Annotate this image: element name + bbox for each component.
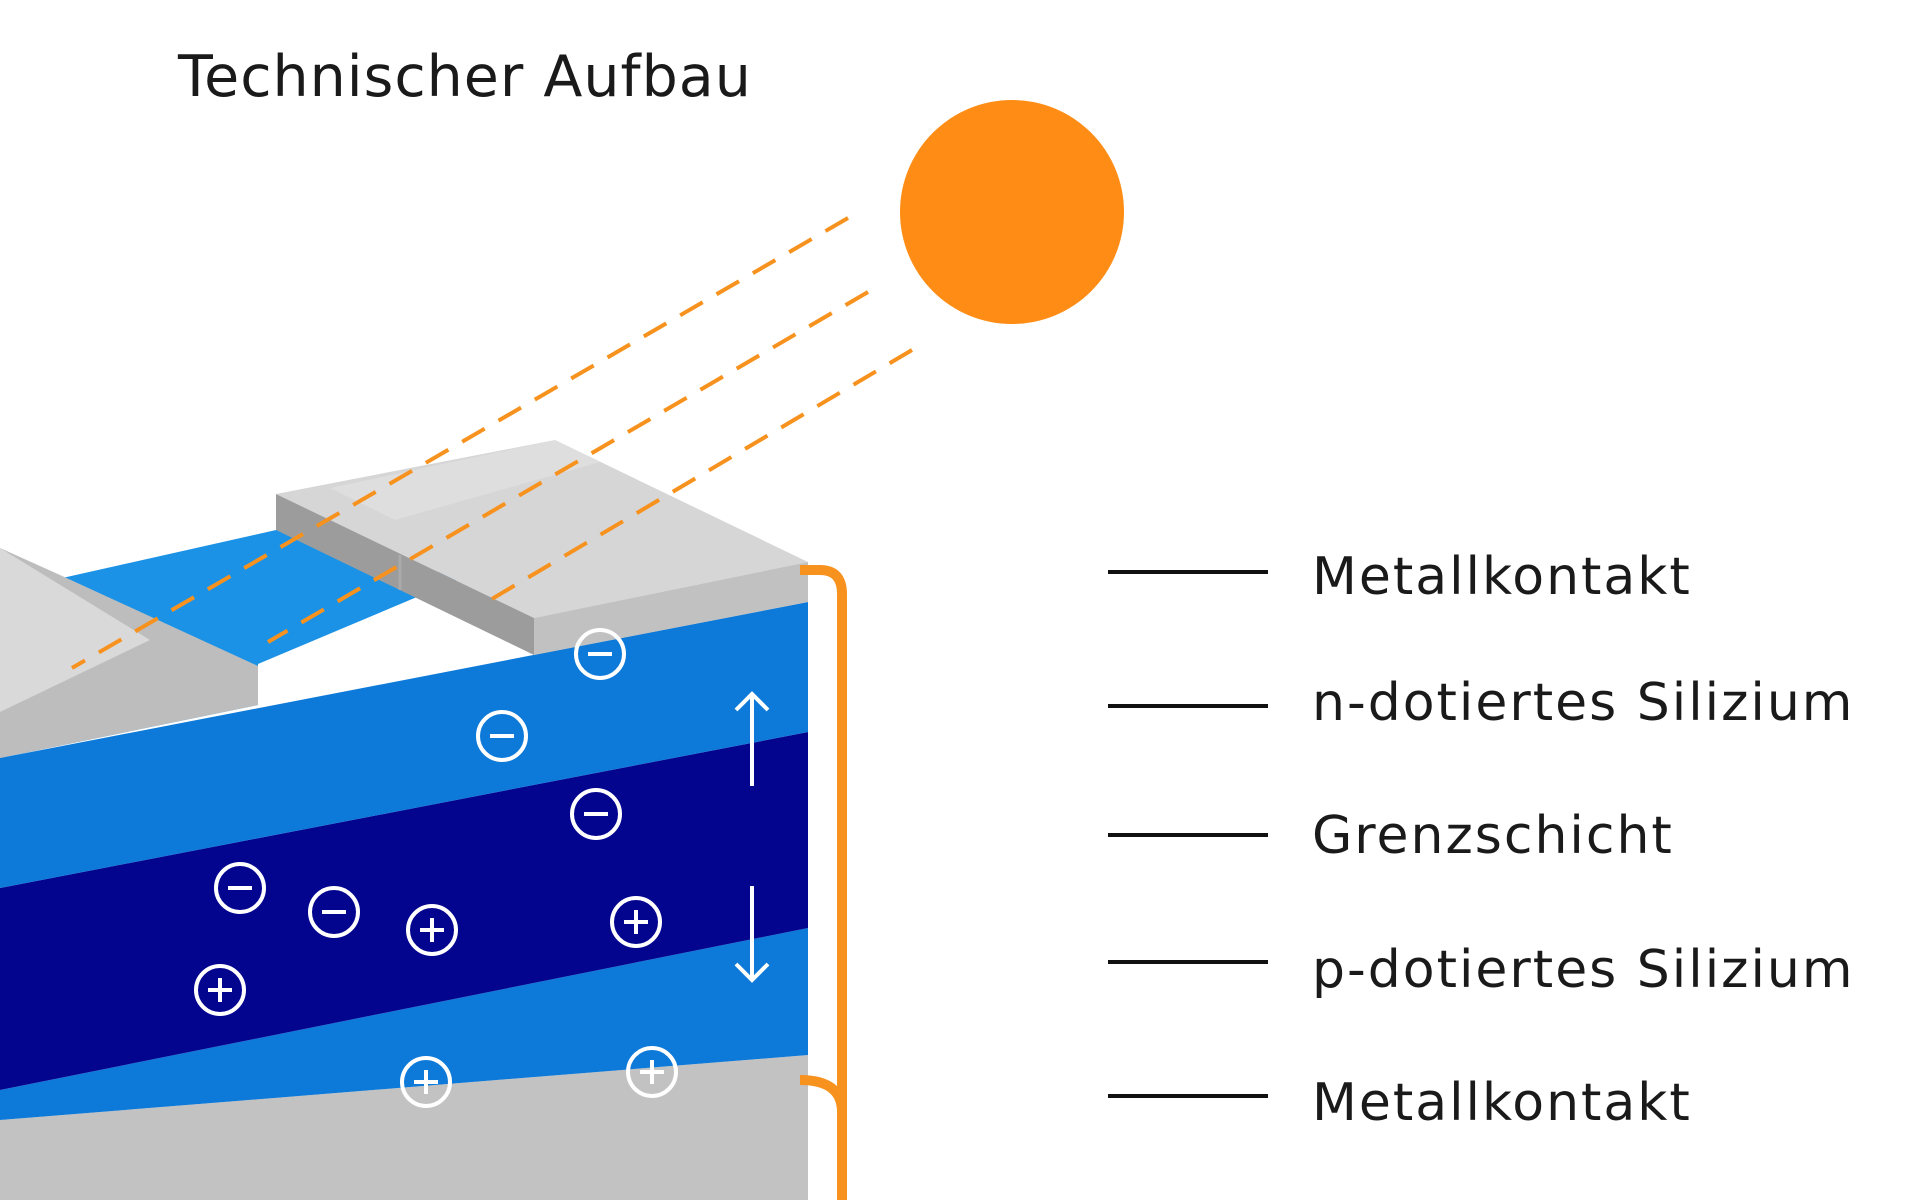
hole-icon [406,904,458,956]
diagram-title: Technischer Aufbau [178,44,752,110]
sun-ray-2 [266,290,870,644]
legend-label-p-silicon: p-dotiertes Silizium [1312,940,1855,1000]
electron-icon [570,788,622,840]
circuit-wire [800,565,847,1200]
arrow-down-head [734,962,770,983]
arrow-up-head [734,691,770,712]
electron-icon [308,886,360,938]
electron-icon [476,710,528,762]
hole-icon [194,964,246,1016]
charge-carriers [194,628,678,1108]
legend-line-n-silicon [1108,704,1268,708]
sun-rays [70,216,914,670]
sun-icon [900,100,1124,324]
legend-line-p-silicon [1108,960,1268,964]
legend-label-metal-top: Metallkontakt [1312,547,1692,607]
top-metal-contact-left-face [276,494,534,655]
electron-icon [214,862,266,914]
legend-line-metal-bottom [1108,1094,1268,1098]
hole-icon [626,1046,678,1098]
junction-layer [0,732,808,1090]
field-arrows [734,691,770,983]
electron-icon [574,628,626,680]
legend-line-junction [1108,833,1268,837]
circuit-wire-bottom [799,1075,847,1113]
sun-ray-1 [70,216,850,670]
bottom-metal-contact-layer [0,1055,808,1200]
legend-label-junction: Grenzschicht [1312,806,1674,866]
hole-icon [610,896,662,948]
legend-line-metal-top [1108,570,1268,574]
left-metal-contact-face [0,548,150,712]
n-doped-silicon-layer [0,602,808,888]
hole-icon [400,1056,452,1108]
legend-label-n-silicon: n-dotiertes Silizium [1312,673,1855,733]
legend-label-metal-bottom: Metallkontakt [1312,1073,1692,1133]
top-metal-contact-highlight [330,440,600,520]
p-doped-silicon-layer [0,928,808,1120]
